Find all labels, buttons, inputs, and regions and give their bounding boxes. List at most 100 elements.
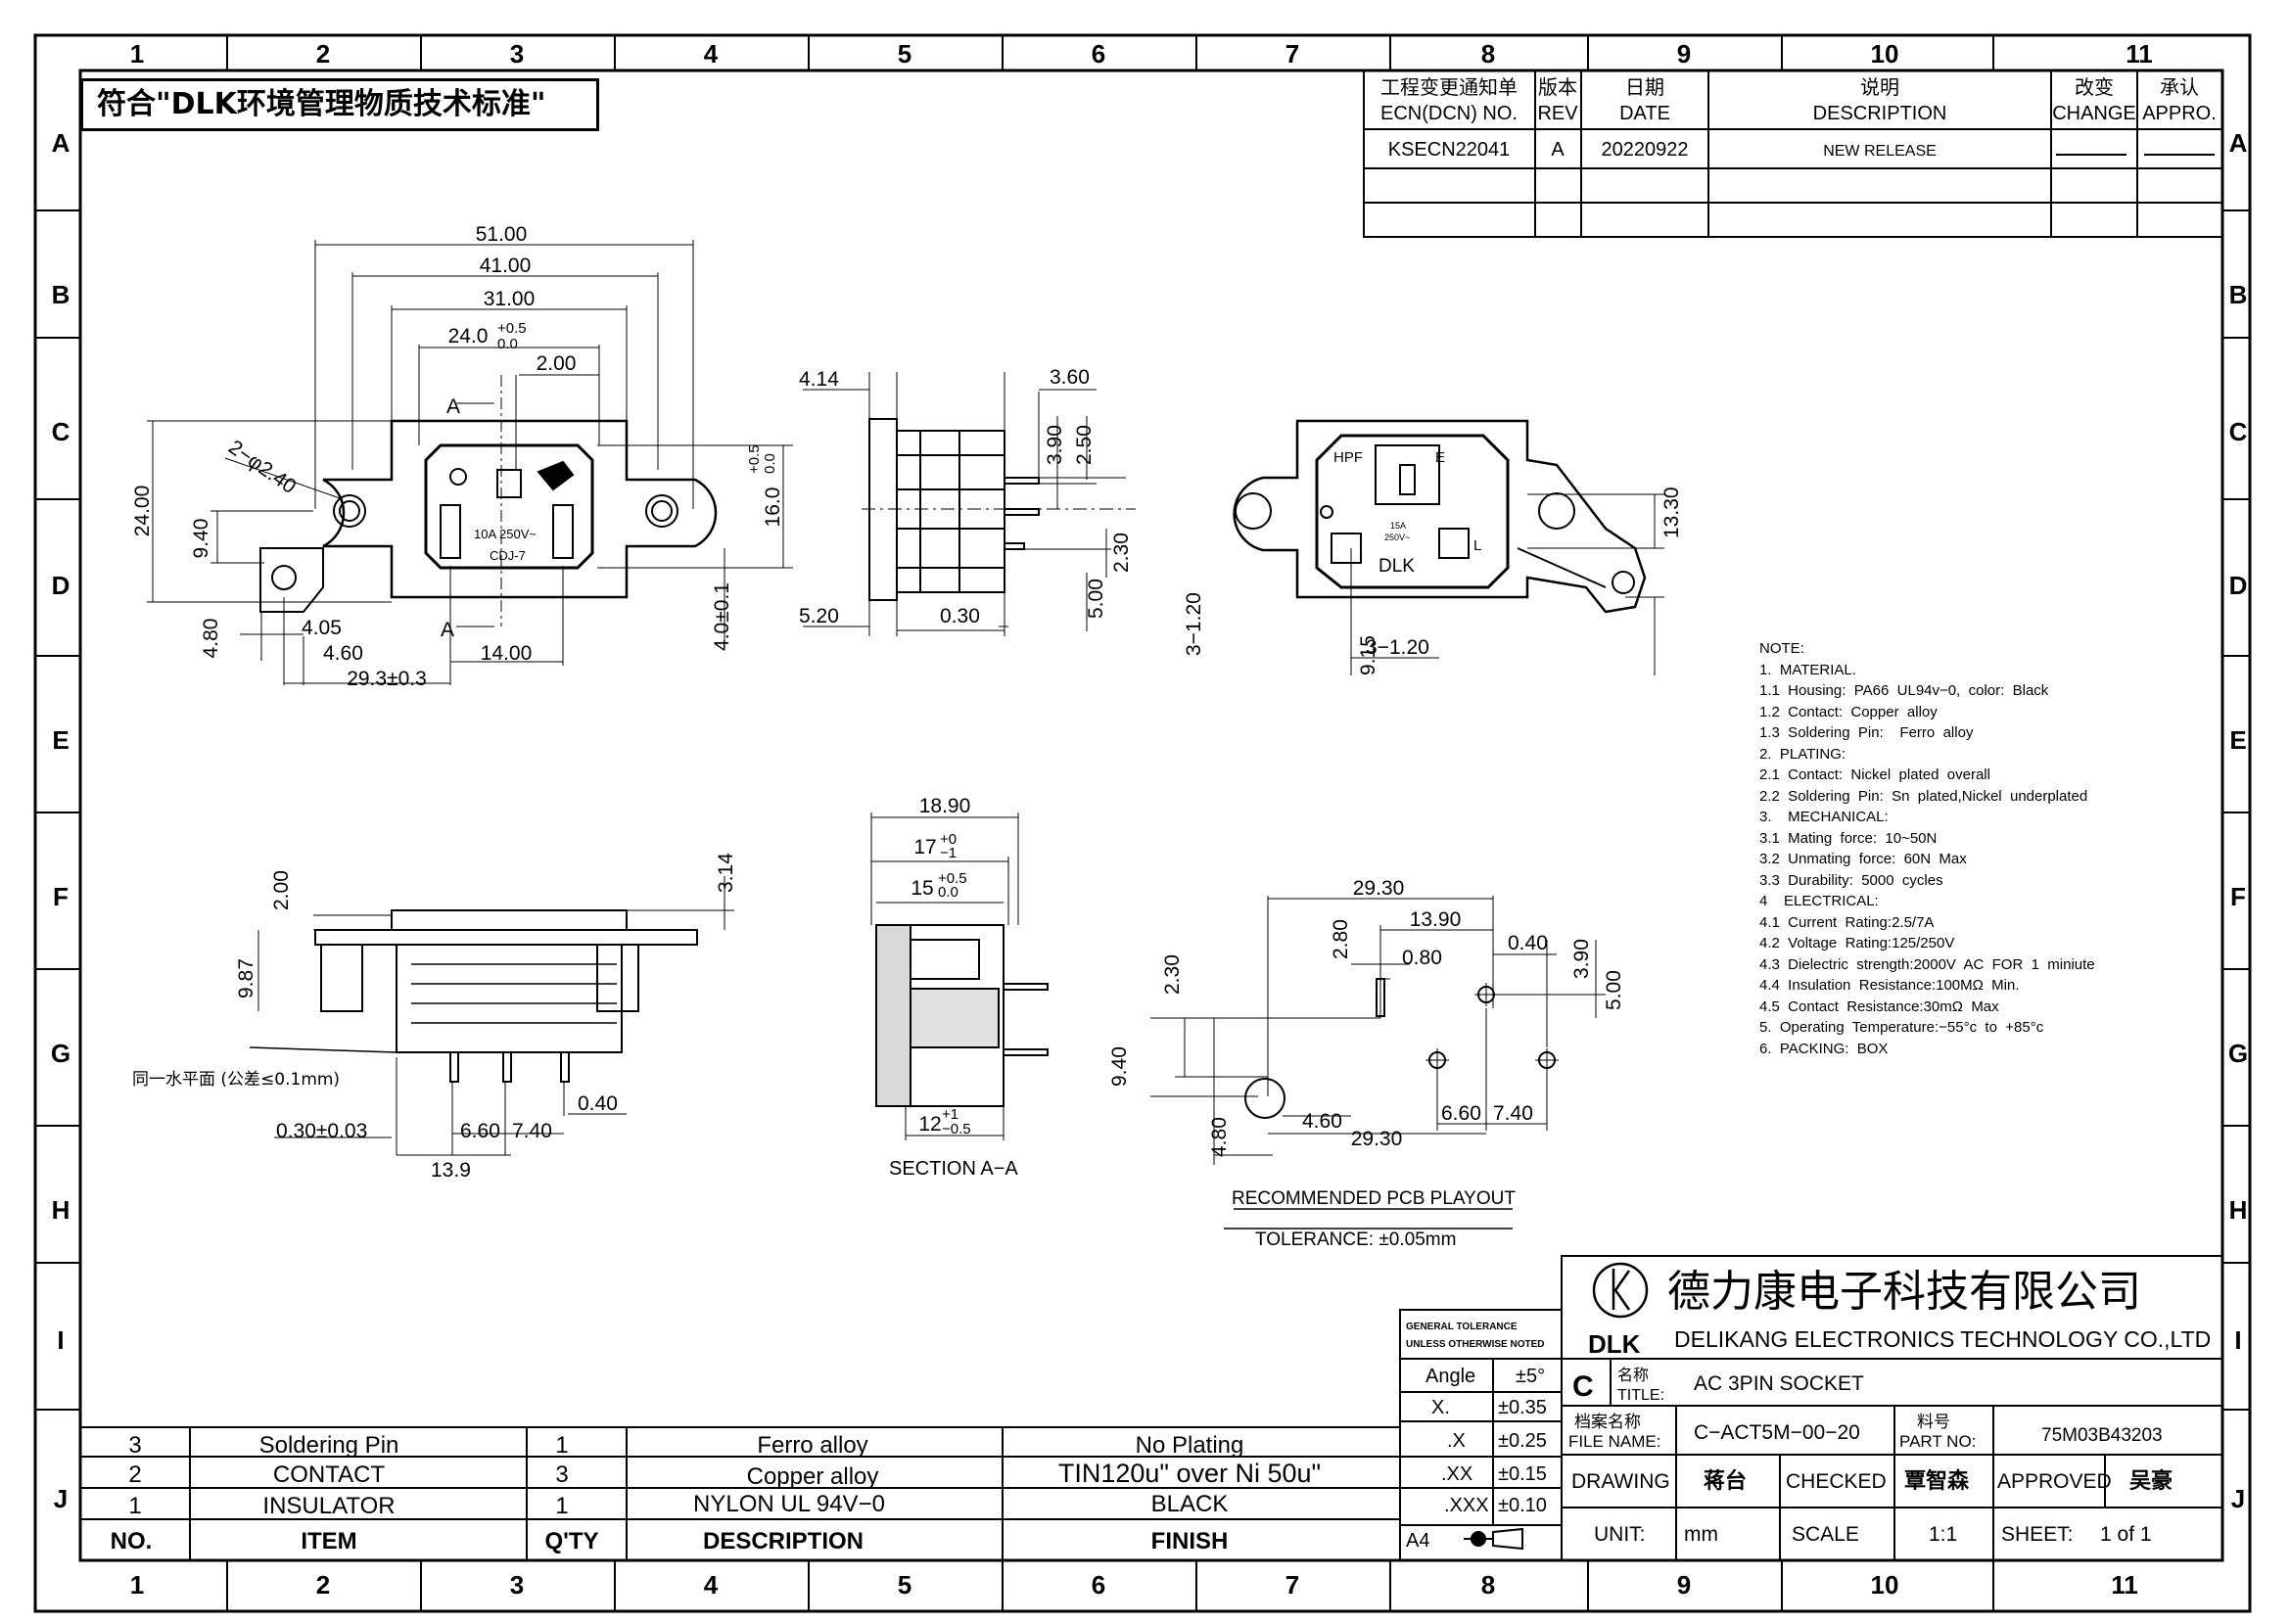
svg-text:UNLESS OTHERWISE NOTED: UNLESS OTHERWISE NOTED bbox=[1406, 1339, 1545, 1350]
rev-value: A bbox=[1551, 139, 1565, 161]
svg-text:SHEET:: SHEET: bbox=[2001, 1523, 2074, 1546]
row-label: H bbox=[52, 1195, 70, 1225]
svg-text:17: 17 bbox=[913, 836, 936, 858]
col-label: 3 bbox=[510, 39, 524, 69]
col-label: 2 bbox=[316, 1570, 330, 1600]
bom-row-2-no: 2 bbox=[128, 1462, 141, 1488]
svg-text:C: C bbox=[1572, 1370, 1594, 1403]
svg-text:CHANGE: CHANGE bbox=[2052, 103, 2136, 124]
bom-text: 3 Soldering Pin 1 Ferro alloy No Plating… bbox=[111, 1432, 1321, 1554]
file-name: C−ACT5M−00−20 bbox=[1694, 1421, 1860, 1444]
svg-text:9.40: 9.40 bbox=[190, 519, 212, 559]
pcb-layout-dims: 29.30 13.90 0.40 2.80 0.80 3.90 5.00 2.3… bbox=[1108, 877, 1625, 1250]
side-view bbox=[803, 372, 1136, 636]
company-name-en: DELIKANG ELECTRONICS TECHNOLOGY CO.,LTD bbox=[1674, 1326, 2211, 1352]
svg-text:TITLE:: TITLE: bbox=[1617, 1387, 1664, 1404]
svg-text:3−1.20: 3−1.20 bbox=[1183, 592, 1205, 656]
outer-border bbox=[33, 33, 2252, 1613]
svg-text:GENERAL TOLERANCE: GENERAL TOLERANCE bbox=[1406, 1322, 1518, 1332]
row-label: D bbox=[52, 571, 70, 600]
svg-text:APPRO.: APPRO. bbox=[2142, 103, 2217, 124]
svg-text:18.90: 18.90 bbox=[919, 795, 971, 817]
col-label: 6 bbox=[1092, 39, 1105, 69]
col-label: 1 bbox=[130, 39, 144, 69]
section-view bbox=[870, 812, 1049, 1140]
svg-text:4.0±0.1: 4.0±0.1 bbox=[711, 582, 733, 651]
svg-text:FILE NAME:: FILE NAME: bbox=[1568, 1432, 1660, 1451]
general-tolerance-text: GENERAL TOLERANCE UNLESS OTHERWISE NOTED… bbox=[1406, 1322, 1547, 1552]
svg-text:6.60: 6.60 bbox=[1441, 1102, 1481, 1125]
front-view bbox=[147, 240, 793, 685]
svg-text:4.14: 4.14 bbox=[799, 368, 839, 391]
svg-text:15A: 15A bbox=[1390, 521, 1406, 531]
svg-text:DESCRIPTION: DESCRIPTION bbox=[1813, 103, 1947, 124]
svg-text:ITEM: ITEM bbox=[301, 1528, 356, 1554]
svg-text:日期: 日期 bbox=[1625, 75, 1664, 99]
bom-table bbox=[79, 1426, 1401, 1561]
svg-text:1 of 1: 1 of 1 bbox=[2100, 1523, 2152, 1546]
svg-text:+0: +0 bbox=[940, 831, 957, 848]
svg-text:15: 15 bbox=[911, 877, 933, 900]
col-label: 4 bbox=[704, 39, 719, 69]
svg-text:0.40: 0.40 bbox=[578, 1092, 618, 1115]
svg-text:A4: A4 bbox=[1406, 1530, 1429, 1552]
svg-text:29.30: 29.30 bbox=[1351, 1128, 1403, 1150]
svg-text:5.20: 5.20 bbox=[799, 605, 839, 627]
row-label: F bbox=[53, 882, 69, 911]
pcb-title: RECOMMENDED PCB PLAYOUT bbox=[1232, 1188, 1516, 1209]
svg-text:蒋台: 蒋台 bbox=[1704, 1468, 1747, 1494]
svg-text:±0.35: ±0.35 bbox=[1498, 1397, 1547, 1418]
svg-text:0.40: 0.40 bbox=[1508, 932, 1548, 954]
column-dividers bbox=[35, 35, 2250, 1611]
svg-text:FINISH: FINISH bbox=[1151, 1528, 1229, 1554]
svg-text:CDJ-7: CDJ-7 bbox=[490, 548, 526, 563]
svg-text:5.00: 5.00 bbox=[1085, 579, 1107, 619]
svg-text:DESCRIPTION: DESCRIPTION bbox=[703, 1528, 864, 1554]
svg-text:9.40: 9.40 bbox=[1108, 1046, 1131, 1087]
svg-text:±0.15: ±0.15 bbox=[1498, 1463, 1547, 1485]
svg-text:7.40: 7.40 bbox=[1493, 1102, 1533, 1125]
svg-text:13.9: 13.9 bbox=[431, 1159, 471, 1182]
svg-text:CHECKED: CHECKED bbox=[1786, 1470, 1887, 1493]
svg-text:3.90: 3.90 bbox=[1570, 939, 1593, 979]
side-view-dims: 4.14 3.60 3.90 2.50 2.30 5.00 5.20 0.30 bbox=[799, 366, 1133, 627]
svg-text:E: E bbox=[1435, 449, 1445, 466]
row-label: I bbox=[2234, 1325, 2241, 1355]
svg-text:+1: +1 bbox=[942, 1106, 958, 1123]
col-label: 5 bbox=[898, 39, 911, 69]
company-name-cn: 德力康电子科技有限公司 bbox=[1667, 1267, 2141, 1317]
front-view-dims: 51.00 41.00 31.00 24.0 +0.5 0.0 2.00 2−φ… bbox=[131, 223, 784, 690]
row-label: E bbox=[52, 725, 69, 755]
note-line: 3. MECHANICAL: bbox=[1759, 809, 1889, 825]
svg-text:DATE: DATE bbox=[1619, 103, 1670, 124]
svg-text:0.0: 0.0 bbox=[938, 884, 958, 901]
svg-text:±0.10: ±0.10 bbox=[1498, 1495, 1547, 1516]
note-line: 2.2 Soldering Pin: Sn plated,Nickel unde… bbox=[1759, 787, 2088, 805]
svg-text:3.60: 3.60 bbox=[1050, 366, 1090, 389]
svg-text:工程变更通知单: 工程变更通知单 bbox=[1380, 75, 1518, 99]
col-label: 3 bbox=[510, 1570, 524, 1600]
svg-text:REV: REV bbox=[1537, 103, 1578, 124]
svg-text:0.30±0.03: 0.30±0.03 bbox=[276, 1120, 367, 1142]
svg-text:29.3±0.3: 29.3±0.3 bbox=[347, 668, 427, 690]
svg-text:2.00: 2.00 bbox=[270, 870, 293, 910]
svg-text:0.30: 0.30 bbox=[940, 605, 980, 627]
svg-text:BLACK: BLACK bbox=[1151, 1491, 1229, 1517]
part-number: 75M03B43203 bbox=[2041, 1425, 2163, 1446]
row-label: B bbox=[2229, 280, 2248, 309]
row-label: J bbox=[54, 1484, 68, 1513]
section-view-dims: 18.90 17 +0 −1 15 +0.5 0.0 12 +1 −0.5 SE… bbox=[889, 795, 1018, 1180]
row-label: J bbox=[2231, 1484, 2245, 1513]
note-line: 3.3 Durability: 5000 cycles bbox=[1759, 871, 1943, 889]
svg-text:51.00: 51.00 bbox=[476, 223, 528, 246]
svg-text:Copper alloy: Copper alloy bbox=[747, 1463, 879, 1490]
company-logo bbox=[1592, 1262, 1649, 1319]
notes-list: NOTE: 1. MATERIAL. 1.1 Housing: PA66 UL9… bbox=[1759, 638, 2220, 1059]
svg-text:7.40: 7.40 bbox=[512, 1120, 552, 1142]
svg-text:料号: 料号 bbox=[1917, 1413, 1950, 1432]
row-label: C bbox=[52, 417, 70, 446]
svg-text:Ferro alloy: Ferro alloy bbox=[757, 1432, 867, 1459]
svg-text:版本: 版本 bbox=[1538, 75, 1577, 99]
svg-text:DLK: DLK bbox=[1379, 556, 1415, 577]
svg-text:ECN(DCN) NO.: ECN(DCN) NO. bbox=[1380, 103, 1518, 124]
